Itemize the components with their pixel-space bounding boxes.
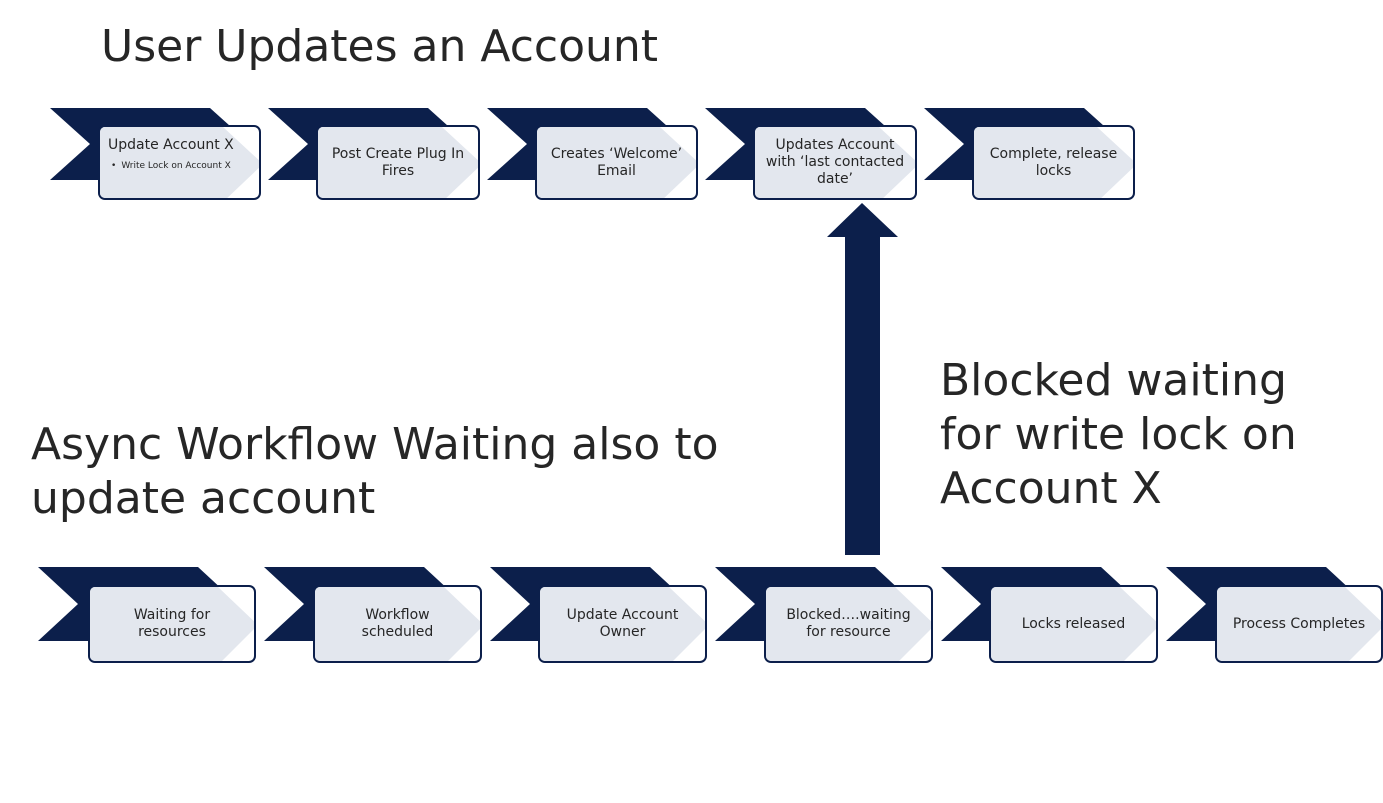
top-step-5: Complete, release locks [972,125,1135,200]
bottom-step-2: Workflow scheduled [313,585,482,663]
top-step-4-label-2: with ‘last contacted [765,154,905,170]
top-step-5-label-2: locks [1035,162,1072,179]
bottom-step-1-label-2: resources [138,624,206,640]
blocked-up-arrow [827,203,898,555]
top-step-4: Updates Account with ‘last contacted dat… [753,125,917,200]
top-step-2-label-1: Post Create Plug In [331,145,465,162]
top-step-4-label-1: Updates Account [775,137,895,153]
bottom-step-4-label-2: for resource [806,624,891,640]
top-step-2-label-2: Fires [381,162,415,179]
blocked-label-line3: Account X [940,463,1162,514]
bottom-step-4: Blocked….waiting for resource [764,585,933,663]
diagram-title-top: User Updates an Account [101,21,659,72]
blocked-label-line2: for write lock on [940,409,1297,460]
blocked-label-line1: Blocked waiting [940,355,1287,406]
bottom-step-5: Locks released [989,585,1158,663]
diagram-title-bottom: Async Workflow Waiting also to update ac… [31,418,719,526]
bottom-step-2-label-1: Workflow [365,607,430,623]
bottom-step-3: Update Account Owner [538,585,707,663]
top-step-2: Post Create Plug In Fires [316,125,480,200]
title-bottom-line2: update account [31,473,376,524]
top-step-1: Update Account X Write Lock on Account X [98,125,261,200]
title-bottom-line1: Async Workflow Waiting also to [31,419,719,470]
bottom-step-4-label-1: Blocked….waiting [786,607,911,623]
bottom-step-5-label-1: Locks released [1021,615,1126,632]
top-step-1-label: Update Account X [108,137,234,153]
top-step-3-label-2: Email [597,162,636,179]
bottom-step-2-label-2: scheduled [361,624,434,640]
bottom-step-3-label-2: Owner [599,624,646,640]
bottom-step-6-label-1: Process Completes [1232,615,1366,632]
bottom-step-3-label-1: Update Account [566,607,679,623]
top-step-3-label-1: Creates ‘Welcome’ [550,145,683,162]
top-step-4-label-3: date’ [816,171,854,187]
bottom-step-6: Process Completes [1215,585,1383,663]
top-step-1-sub: Write Lock on Account X [108,158,230,175]
top-step-3: Creates ‘Welcome’ Email [535,125,698,200]
top-step-5-label-1: Complete, release [989,145,1118,162]
blocked-label: Blocked waiting for write lock on Accoun… [940,354,1297,516]
bottom-step-1-label-1: Waiting for [133,607,211,623]
bottom-step-1: Waiting for resources [88,585,256,663]
